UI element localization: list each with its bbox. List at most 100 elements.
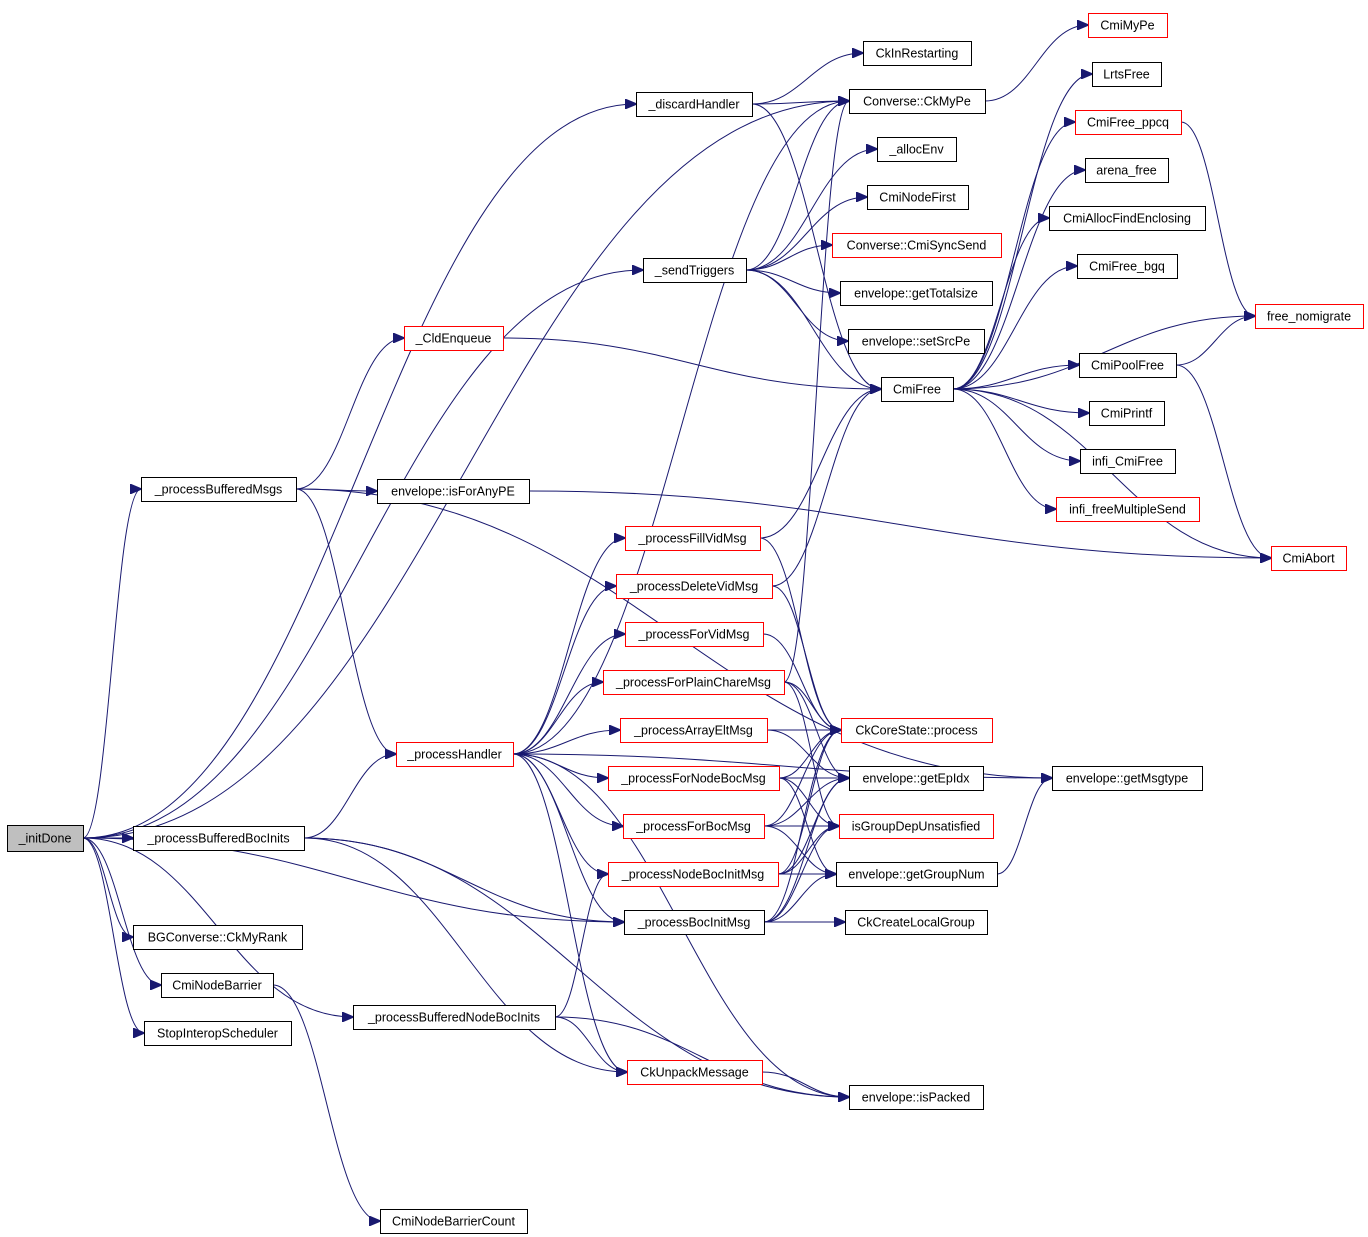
node-get-ep-idx[interactable]: envelope::getEpIdx: [849, 766, 984, 791]
node-is-group-dep-unsatisfied[interactable]: isGroupDepUnsatisfied: [839, 814, 994, 839]
node-process-for-vid-msg[interactable]: _processForVidMsg: [625, 622, 764, 647]
node-is-packed[interactable]: envelope::isPacked: [849, 1085, 984, 1110]
node-box[interactable]: [839, 814, 994, 839]
node-box[interactable]: [863, 41, 972, 66]
node-cmi-sync-send[interactable]: Converse::CmiSyncSend: [832, 233, 1002, 258]
node-lrts-free[interactable]: LrtsFree: [1092, 62, 1162, 87]
node-alloc-env[interactable]: _allocEnv: [877, 137, 957, 162]
node-cmi-pool-free[interactable]: CmiPoolFree: [1079, 353, 1177, 378]
node-box[interactable]: [881, 377, 954, 402]
node-box[interactable]: [845, 910, 988, 935]
node-box[interactable]: [404, 326, 504, 351]
node-is-for-any-pe[interactable]: envelope::isForAnyPE: [377, 479, 530, 504]
node-cmi-my-pe[interactable]: CmiMyPe: [1088, 13, 1168, 38]
node-box[interactable]: [396, 742, 514, 767]
node-box[interactable]: [608, 766, 780, 791]
node-box[interactable]: [1092, 62, 1162, 87]
node-discard-handler[interactable]: _discardHandler: [636, 92, 753, 117]
node-box[interactable]: [1080, 449, 1176, 474]
node-box[interactable]: [636, 92, 753, 117]
node-get-msgtype[interactable]: envelope::getMsgtype: [1052, 766, 1203, 791]
node-get-group-num[interactable]: envelope::getGroupNum: [836, 862, 998, 887]
node-box[interactable]: [1049, 206, 1206, 231]
node-cmi-free-ppcq[interactable]: CmiFree_ppcq: [1075, 110, 1182, 135]
node-box[interactable]: [832, 233, 1002, 258]
node-cmi-node-barrier-count[interactable]: CmiNodeBarrierCount: [380, 1209, 528, 1234]
node-box[interactable]: [161, 973, 274, 998]
node-box[interactable]: [133, 925, 303, 950]
node-process-handler[interactable]: _processHandler: [396, 742, 514, 767]
node-process-buffered-msgs[interactable]: _processBufferedMsgs: [141, 477, 297, 502]
node-process-array-elt-msg[interactable]: _processArrayEltMsg: [620, 718, 768, 743]
node-box[interactable]: [616, 574, 773, 599]
node-box[interactable]: [624, 910, 765, 935]
node-box[interactable]: [1271, 546, 1347, 571]
node-ck-unpack-message[interactable]: CkUnpackMessage: [627, 1060, 763, 1085]
node-process-node-boc-init-msg[interactable]: _processNodeBocInitMsg: [608, 862, 779, 887]
node-box[interactable]: [603, 670, 785, 695]
node-box[interactable]: [1077, 254, 1178, 279]
node-box[interactable]: [608, 862, 779, 887]
node-box[interactable]: [1089, 401, 1165, 426]
node-stop-interop-scheduler[interactable]: StopInteropScheduler: [144, 1021, 292, 1046]
node-box[interactable]: [380, 1209, 528, 1234]
node-bgck-my-rank[interactable]: BGConverse::CkMyRank: [133, 925, 303, 950]
node-box[interactable]: [1085, 158, 1169, 183]
node-box[interactable]: [848, 329, 985, 354]
node-box[interactable]: [849, 766, 984, 791]
node-box[interactable]: [7, 825, 84, 852]
node-box[interactable]: [1255, 304, 1364, 329]
node-process-for-plain-chare-msg[interactable]: _processForPlainChareMsg: [603, 670, 785, 695]
node-box[interactable]: [1056, 497, 1200, 522]
node-cmi-abort[interactable]: CmiAbort: [1271, 546, 1347, 571]
node-box[interactable]: [836, 862, 998, 887]
node-ck-in-restarting[interactable]: CkInRestarting: [863, 41, 972, 66]
node-box[interactable]: [841, 718, 993, 743]
node-box[interactable]: [620, 718, 768, 743]
node-box[interactable]: [849, 89, 986, 114]
node-box[interactable]: [867, 185, 969, 210]
node-box[interactable]: [643, 258, 747, 283]
node-box[interactable]: [144, 1021, 292, 1046]
node-box[interactable]: [1052, 766, 1203, 791]
node-cmi-node-barrier[interactable]: CmiNodeBarrier: [161, 973, 274, 998]
node-box[interactable]: [877, 137, 957, 162]
node-process-buffered-node-boc-inits[interactable]: _processBufferedNodeBocInits: [353, 1005, 556, 1030]
node-box[interactable]: [133, 826, 305, 851]
node-get-totalsize[interactable]: envelope::getTotalsize: [840, 281, 993, 306]
node-cmi-free[interactable]: CmiFree: [881, 377, 954, 402]
node-converse-ck-my-pe[interactable]: Converse::CkMyPe: [849, 89, 986, 114]
node-box[interactable]: [377, 479, 530, 504]
node-cmi-alloc-find-enclosing[interactable]: CmiAllocFindEnclosing: [1049, 206, 1206, 231]
node-box[interactable]: [849, 1085, 984, 1110]
node-cld-enqueue[interactable]: _CldEnqueue: [404, 326, 504, 351]
node-cmi-node-first[interactable]: CmiNodeFirst: [867, 185, 969, 210]
node-cmi-printf[interactable]: CmiPrintf: [1089, 401, 1165, 426]
node-process-delete-vid-msg[interactable]: _processDeleteVidMsg: [616, 574, 773, 599]
node-cmi-free-bgq[interactable]: CmiFree_bgq: [1077, 254, 1178, 279]
node-box[interactable]: [625, 622, 764, 647]
node-init-done[interactable]: _initDone: [7, 825, 84, 852]
node-box[interactable]: [1088, 13, 1168, 38]
node-infi-cmi-free[interactable]: infi_CmiFree: [1080, 449, 1176, 474]
node-process-fill-vid-msg[interactable]: _processFillVidMsg: [625, 526, 761, 551]
node-arena-free[interactable]: arena_free: [1085, 158, 1169, 183]
node-free-nomigrate[interactable]: free_nomigrate: [1255, 304, 1364, 329]
node-send-triggers[interactable]: _sendTriggers: [643, 258, 747, 283]
node-process-for-node-boc-msg[interactable]: _processForNodeBocMsg: [608, 766, 780, 791]
node-ck-create-local-group[interactable]: CkCreateLocalGroup: [845, 910, 988, 935]
node-box[interactable]: [627, 1060, 763, 1085]
node-box[interactable]: [141, 477, 297, 502]
node-process-for-boc-msg[interactable]: _processForBocMsg: [623, 814, 765, 839]
node-set-src-pe[interactable]: envelope::setSrcPe: [848, 329, 985, 354]
node-box[interactable]: [1079, 353, 1177, 378]
node-box[interactable]: [623, 814, 765, 839]
node-process-boc-init-msg[interactable]: _processBocInitMsg: [624, 910, 765, 935]
node-box[interactable]: [840, 281, 993, 306]
node-box[interactable]: [353, 1005, 556, 1030]
node-ck-core-state-process[interactable]: CkCoreState::process: [841, 718, 993, 743]
node-box[interactable]: [625, 526, 761, 551]
node-box[interactable]: [1075, 110, 1182, 135]
node-process-buffered-boc-inits[interactable]: _processBufferedBocInits: [133, 826, 305, 851]
node-infi-free-multiple-send[interactable]: infi_freeMultipleSend: [1056, 497, 1200, 522]
